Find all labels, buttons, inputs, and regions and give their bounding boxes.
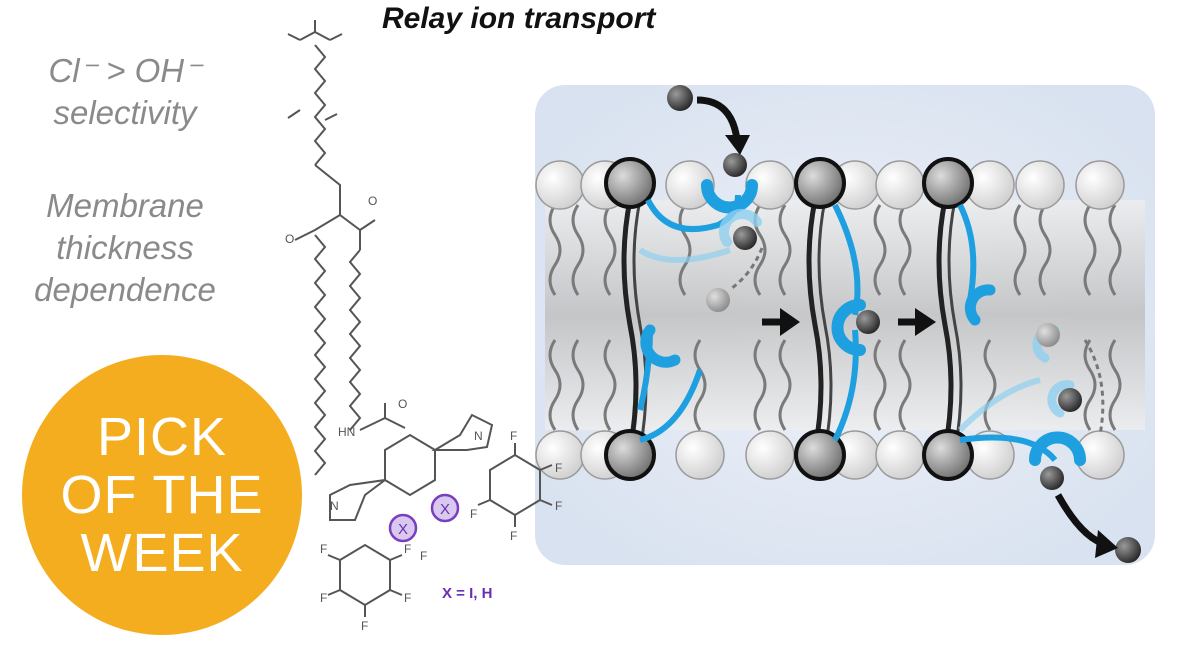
binding-unit-col1-lower — [640, 324, 681, 368]
pick-of-the-week-badge: PICK OF THE WEEK — [22, 355, 302, 635]
atom-o-3: O — [398, 397, 407, 411]
halogen-x-left-label: X — [398, 521, 408, 538]
binding-unit-faded-1 — [718, 209, 762, 247]
binding-units — [640, 179, 1086, 466]
atom-f-8: F — [320, 591, 327, 605]
amide-linker — [359, 403, 406, 431]
arrow-relay-2-head — [915, 308, 936, 336]
headgroup-chain — [313, 44, 327, 166]
relay-column-2 — [794, 157, 861, 481]
arrows — [696, 96, 1118, 558]
atom-f-6: F — [420, 549, 427, 563]
atom-f-3: F — [555, 499, 562, 513]
trimethylammonium-group — [287, 20, 343, 41]
pentafluorophenyl-right — [489, 453, 541, 517]
chemical-structure — [287, 20, 553, 617]
fluorine-bonds-right — [477, 443, 553, 527]
membrane-caption-line1: Membrane — [46, 187, 204, 224]
ion-bound-entry — [723, 153, 747, 177]
atom-f-7: F — [320, 542, 327, 556]
selectivity-caption: Cl⁻ > OH⁻ selectivity — [10, 50, 240, 134]
anchor-top-1 — [604, 157, 656, 209]
atom-f-11: F — [404, 542, 411, 556]
atom-n-2: N — [330, 499, 339, 513]
atom-f-10: F — [404, 591, 411, 605]
halogen-x-right — [430, 493, 460, 523]
lipid-tails — [548, 204, 1122, 431]
binding-unit-entry — [701, 179, 758, 214]
atom-f-5: F — [470, 507, 477, 521]
atom-f-2: F — [555, 461, 562, 475]
central-benzene — [384, 433, 436, 497]
fatty-chain-left — [313, 234, 327, 476]
atom-hn: HN — [338, 425, 355, 439]
arrow-entry-head — [725, 135, 750, 155]
ion-central — [856, 310, 880, 334]
atom-labels: O O O HN N N F F F F F F F F F F F — [285, 194, 562, 633]
ion-col3-upper — [1036, 323, 1060, 347]
relay-column-3 — [922, 157, 1058, 481]
arrow-entry — [696, 96, 741, 141]
binding-unit-faded-3 — [1047, 380, 1075, 418]
halogen-definition-label: X = I, H — [442, 585, 492, 602]
binding-unit-col3 — [964, 284, 996, 326]
anchor-bottom-2 — [794, 429, 846, 481]
selectivity-caption-line2: selectivity — [53, 94, 197, 131]
ions — [667, 85, 1141, 563]
fluorine-bonds-left — [327, 554, 403, 617]
anchor-bottom-1 — [604, 429, 656, 481]
ester-left — [294, 214, 341, 241]
membrane-caption-line2: thickness — [56, 229, 194, 266]
atom-o-2: O — [285, 232, 294, 246]
triazole-left — [329, 479, 386, 521]
badge-line1: PICK — [96, 407, 228, 467]
membrane-caption-line3: dependence — [34, 271, 216, 308]
atom-o-1: O — [368, 194, 377, 208]
atom-f-9: F — [361, 619, 368, 633]
triazole-right — [431, 413, 494, 451]
atom-f-1: F — [510, 429, 517, 443]
halogen-x-right-label: X — [440, 501, 450, 518]
fatty-chain-right — [348, 249, 362, 431]
arrow-flip-1 — [731, 247, 764, 290]
atom-n-1: N — [474, 429, 483, 443]
anchor-top-2 — [794, 157, 846, 209]
anchor-bottom-3 — [922, 429, 974, 481]
relay-column-1 — [604, 157, 741, 481]
badge-line2: OF THE — [60, 465, 264, 525]
diagram-title: Relay ion transport — [382, 2, 656, 35]
glycerol-backbone — [314, 164, 361, 231]
binding-unit-exit — [1029, 431, 1086, 466]
phosphate-group — [287, 109, 338, 121]
ester-right — [359, 219, 376, 250]
halogen-x-left — [388, 513, 418, 543]
arrow-relay-1-head — [780, 308, 800, 336]
arrow-flip-2 — [1083, 339, 1105, 436]
membrane-caption: Membrane thickness dependence — [10, 185, 240, 311]
ion-col3-lower — [1058, 388, 1082, 412]
ion-outgoing — [1115, 537, 1141, 563]
ion-col1-lower — [706, 288, 730, 312]
ion-bound-exit — [1040, 466, 1064, 490]
atom-f-4: F — [510, 529, 517, 543]
ion-incoming — [667, 85, 693, 111]
pentafluorophenyl-left — [339, 543, 391, 607]
lipid-heads-bottom — [535, 430, 1125, 480]
binding-unit-central — [831, 299, 866, 356]
selectivity-caption-line1: Cl⁻ > OH⁻ — [48, 52, 202, 89]
anchor-top-3 — [922, 157, 974, 209]
ion-col1-upper — [733, 226, 757, 250]
arrow-exit-head — [1095, 530, 1118, 558]
halogen-atoms: X X — [388, 493, 460, 543]
badge-line3: WEEK — [80, 523, 244, 583]
